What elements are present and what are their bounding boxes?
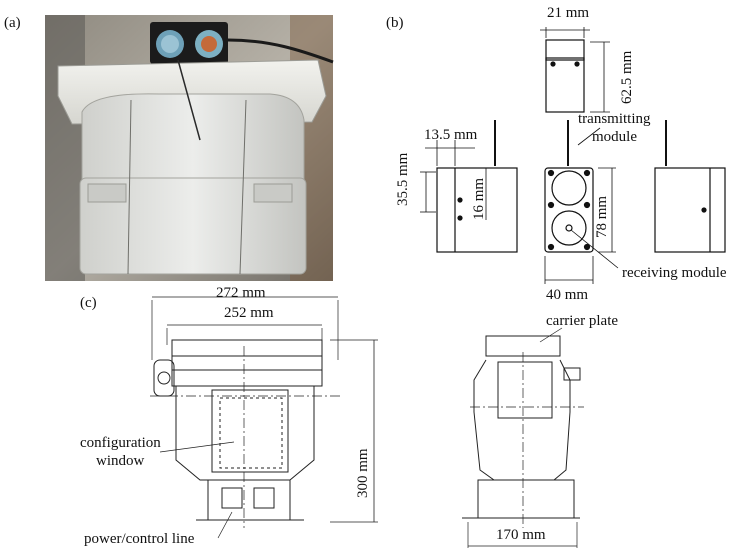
drawing-panel-b bbox=[420, 27, 726, 284]
top-view bbox=[540, 27, 610, 113]
label-carrier-plate: carrier plate bbox=[546, 313, 619, 329]
drawing-panel-c bbox=[150, 296, 584, 548]
dim-top-width: 21 mm bbox=[547, 5, 590, 21]
dim-left-height: 35.5 mm bbox=[395, 152, 411, 206]
right-view bbox=[654, 120, 726, 253]
label-window: window bbox=[96, 453, 145, 469]
front-view bbox=[544, 120, 619, 284]
panel-label-c: (c) bbox=[80, 295, 97, 311]
label-power-control-line: power/control line bbox=[84, 531, 195, 547]
panel-label-b: (b) bbox=[386, 15, 404, 31]
panel-label-a: (a) bbox=[4, 15, 21, 31]
dim-inner-width: 252 mm bbox=[224, 305, 274, 321]
label-transmitting: transmitting bbox=[578, 111, 651, 127]
dim-base-width: 170 mm bbox=[496, 527, 546, 543]
side-drawing bbox=[462, 327, 584, 548]
dim-front-width: 40 mm bbox=[546, 287, 589, 303]
label-module: module bbox=[592, 129, 637, 145]
photo-panel-a bbox=[45, 15, 334, 281]
label-configuration: configuration bbox=[80, 435, 161, 451]
dim-top-height: 62.5 mm bbox=[619, 50, 635, 104]
dim-height: 300 mm bbox=[355, 448, 371, 498]
front-drawing bbox=[150, 296, 378, 539]
dim-front-height: 78 mm bbox=[594, 195, 610, 238]
label-receiving-module: receiving module bbox=[622, 265, 727, 281]
dim-inner-height: 16 mm bbox=[471, 177, 487, 220]
dim-left-offset: 13.5 mm bbox=[424, 127, 478, 143]
left-view bbox=[420, 120, 518, 253]
dim-outer-width: 272 mm bbox=[216, 285, 266, 301]
